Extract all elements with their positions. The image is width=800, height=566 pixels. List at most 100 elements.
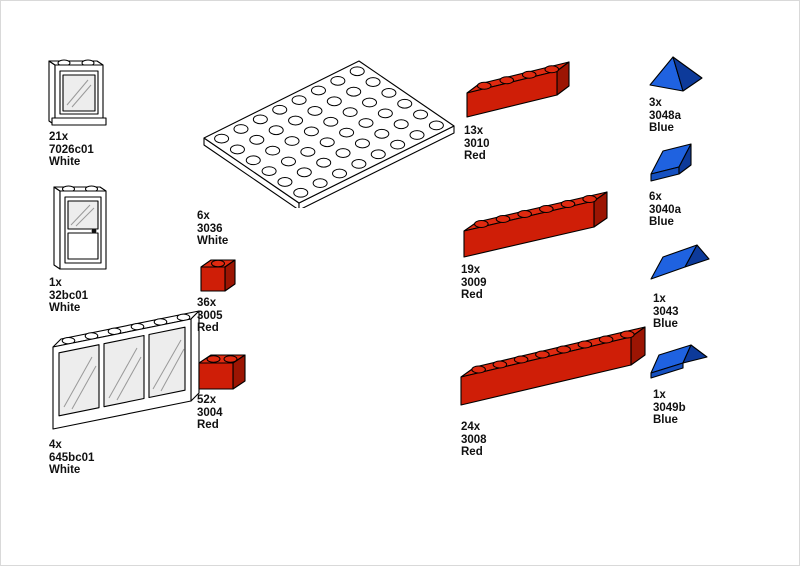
part-number: 3008 xyxy=(461,433,487,446)
part-number: 3049b xyxy=(653,401,686,414)
window-1x6x2-icon xyxy=(52,310,200,430)
glass-reflection xyxy=(66,79,89,106)
part-qty: 6x xyxy=(649,191,662,203)
front-face xyxy=(650,362,684,379)
window-1x2x4-icon xyxy=(53,185,107,270)
brick-1x1-icon xyxy=(200,259,236,292)
part-number: 3010 xyxy=(464,137,490,150)
part-item-3036: 6x 3036 White xyxy=(196,53,461,248)
lower-panel xyxy=(67,232,99,260)
part-color: Red xyxy=(197,322,219,334)
part-number: 32bc01 xyxy=(49,289,89,302)
studs xyxy=(206,355,238,363)
part-item-3040a: 6x 3040a Blue xyxy=(645,141,703,229)
front-face xyxy=(460,336,632,406)
studs xyxy=(61,313,191,345)
part-item-3043: 1x 3043 Blue xyxy=(649,243,719,331)
part-number: 7026c01 xyxy=(49,143,94,156)
part-qty: 1x xyxy=(49,277,62,289)
part-label: 13x 3010 Red xyxy=(464,125,574,163)
part-label: 24x 3008 Red xyxy=(461,421,653,459)
brick-1x6-icon xyxy=(463,191,608,258)
slope-double-icon xyxy=(650,344,708,379)
glass-reflection xyxy=(75,207,95,227)
part-item-3048a: 3x 3048a Blue xyxy=(645,51,707,135)
part-qty: 21x xyxy=(49,131,69,143)
plate-6x8-icon xyxy=(203,60,455,208)
studs xyxy=(476,65,560,90)
part-item-3004: 52x 3004 Red xyxy=(193,341,255,432)
part-item-3010: 13x 3010 Red xyxy=(459,49,574,163)
glass-pane xyxy=(67,200,99,230)
part-qty: 19x xyxy=(461,264,481,276)
part-color: Red xyxy=(461,446,483,458)
side-face xyxy=(678,143,692,175)
part-item-7026c01: 21x 7026c01 White xyxy=(41,47,116,169)
part-qty: 1x xyxy=(653,293,666,305)
part-color: White xyxy=(49,464,81,476)
part-color: Blue xyxy=(649,122,674,134)
glass-reflection xyxy=(116,356,142,401)
brick-1x8-icon xyxy=(460,326,646,406)
studs xyxy=(474,195,597,228)
glass-pane xyxy=(62,74,96,112)
part-qty: 36x xyxy=(197,297,217,309)
side-face xyxy=(53,186,61,270)
part-item-645bc01: 4x 645bc01 White xyxy=(45,309,205,477)
top-face xyxy=(48,60,104,66)
part-color: White xyxy=(49,156,81,168)
glass-reflection xyxy=(160,348,185,392)
glass-reflection xyxy=(71,84,92,108)
window-sill xyxy=(51,117,107,126)
part-label: 6x 3040a Blue xyxy=(649,191,703,229)
part-color: Red xyxy=(461,289,483,301)
side-face xyxy=(682,344,708,364)
part-item-32bc01: 1x 32bc01 White xyxy=(46,171,118,315)
part-label: 6x 3036 White xyxy=(197,210,461,248)
part-color: White xyxy=(49,302,81,314)
part-qty: 6x xyxy=(197,210,210,222)
part-number: 3009 xyxy=(461,276,487,289)
part-color: Blue xyxy=(653,318,678,330)
top-face xyxy=(53,186,107,192)
knob xyxy=(91,228,97,234)
part-qty: 4x xyxy=(49,439,62,451)
brick-1x4-icon xyxy=(466,61,570,118)
part-label: 21x 7026c01 White xyxy=(49,131,116,169)
studs xyxy=(211,259,225,268)
brick-1x2-icon xyxy=(198,354,246,390)
glass-reflection xyxy=(152,339,182,390)
part-item-3049b: 1x 3049b Blue xyxy=(649,339,713,427)
side-face xyxy=(672,56,703,92)
studs xyxy=(214,66,444,198)
part-qty: 52x xyxy=(197,394,217,406)
studs xyxy=(471,330,635,374)
part-item-3008: 24x 3008 Red xyxy=(453,307,653,459)
part-label: 52x 3004 Red xyxy=(197,394,255,432)
side-face xyxy=(684,244,710,268)
front-face xyxy=(200,266,226,292)
part-qty: 24x xyxy=(461,421,481,433)
part-label: 1x 32bc01 White xyxy=(49,277,118,315)
part-label: 4x 645bc01 White xyxy=(49,439,205,477)
part-qty: 13x xyxy=(464,125,484,137)
front-face xyxy=(198,362,234,390)
part-number: 645bc01 xyxy=(49,451,95,464)
part-item-3009: 19x 3009 Red xyxy=(456,179,614,302)
part-number: 3004 xyxy=(197,406,223,419)
part-label: 19x 3009 Red xyxy=(461,264,614,302)
part-item-3005: 36x 3005 Red xyxy=(193,247,243,335)
part-number: 3048a xyxy=(649,109,681,122)
part-color: Red xyxy=(464,150,486,162)
part-number: 3043 xyxy=(653,305,679,318)
part-label: 36x 3005 Red xyxy=(197,297,243,335)
front-face xyxy=(463,200,595,258)
part-label: 1x 3043 Blue xyxy=(653,293,719,331)
slope-ridge-icon xyxy=(650,244,710,280)
part-number: 3040a xyxy=(649,203,681,216)
part-qty: 3x xyxy=(649,97,662,109)
glass-reflection xyxy=(71,365,97,410)
slope-2x1-icon xyxy=(650,143,692,182)
part-color: Blue xyxy=(653,414,678,426)
